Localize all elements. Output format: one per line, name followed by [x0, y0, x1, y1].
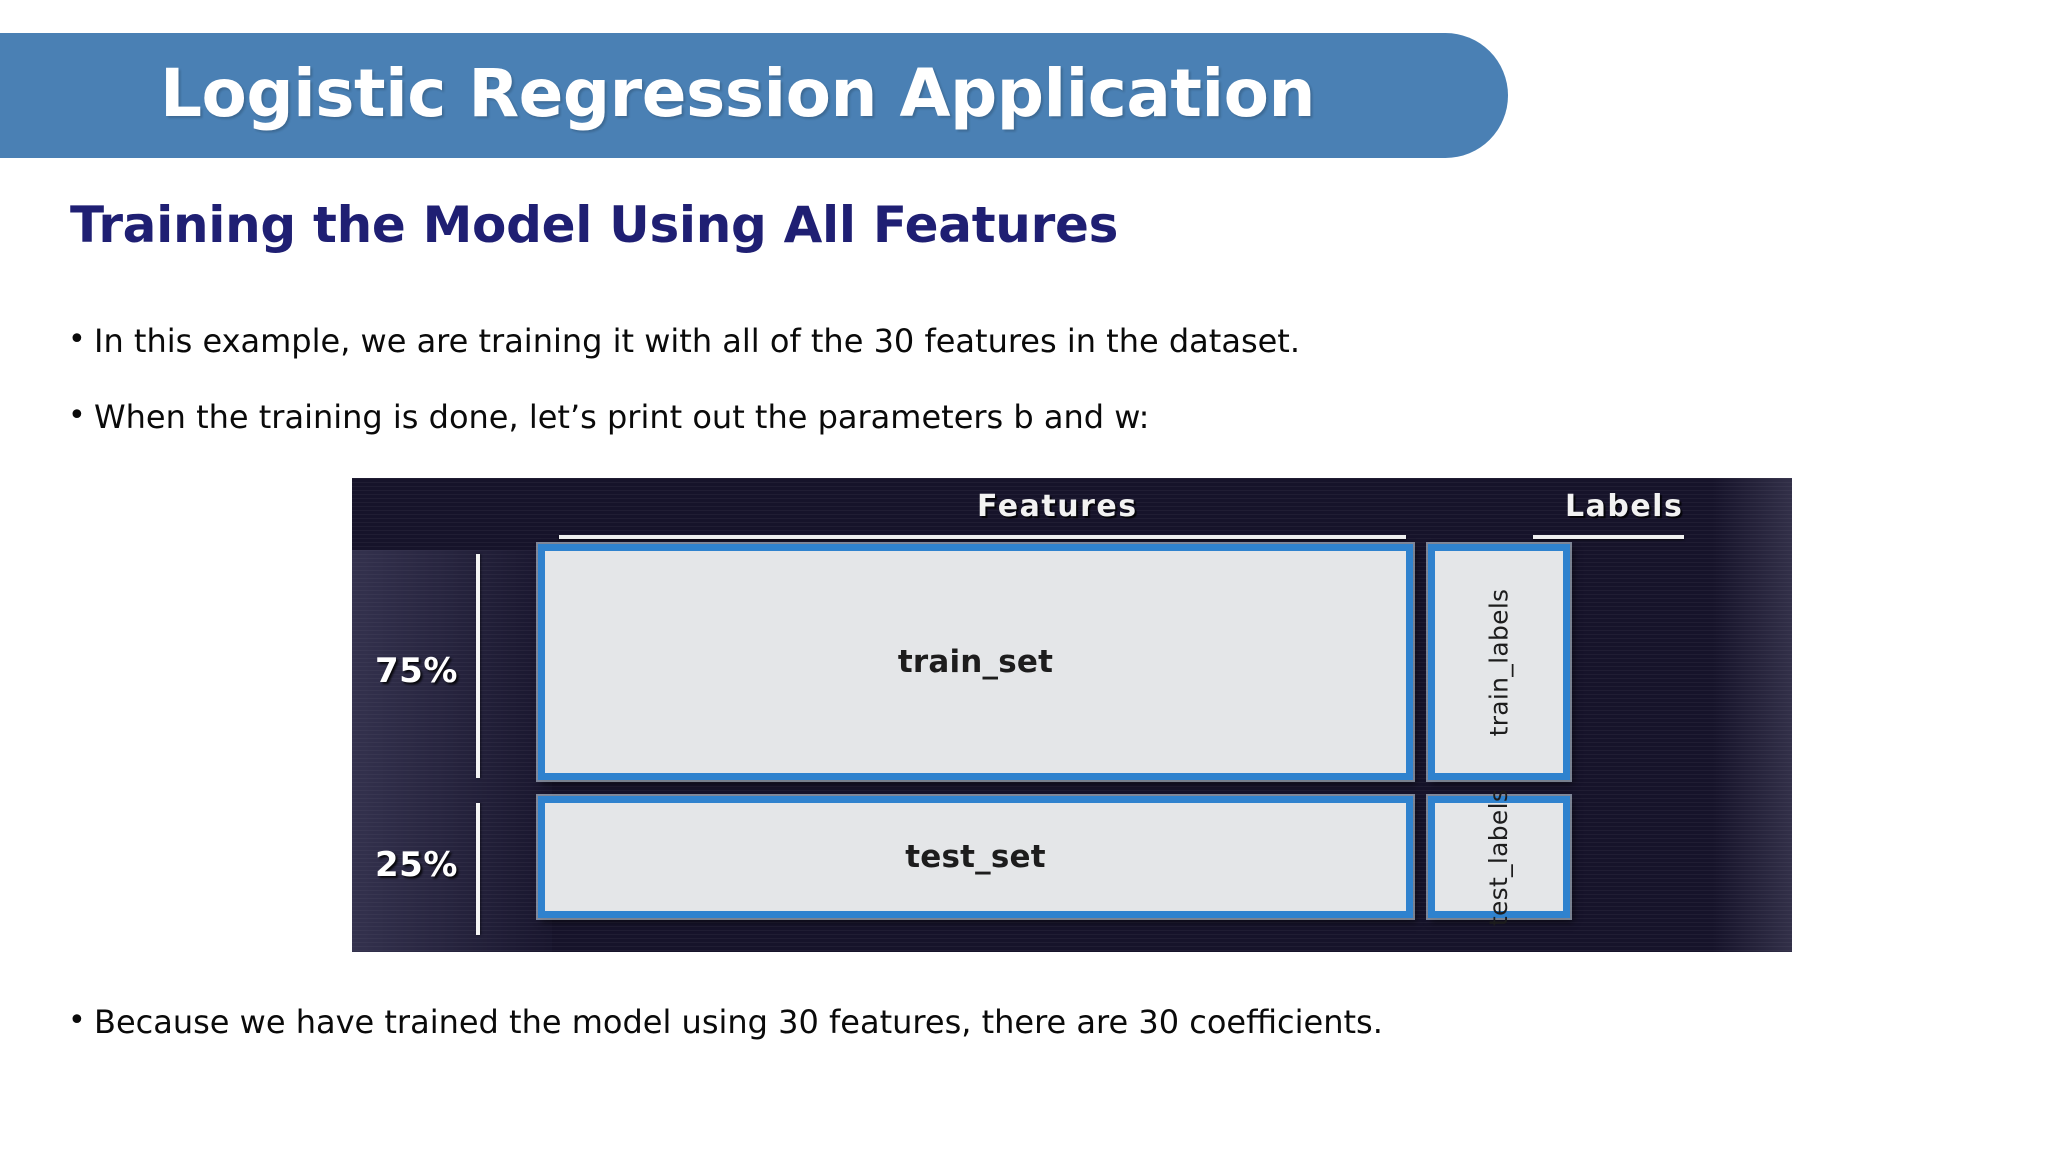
- bullet-dot-icon: •: [68, 398, 86, 433]
- box-train-labels: train_labels: [1428, 544, 1570, 780]
- box-test-set-label: test_set: [905, 839, 1046, 875]
- diagram-right-gradient: [1712, 478, 1792, 952]
- section-heading: Training the Model Using All Features: [70, 196, 1119, 254]
- page-title: Logistic Regression Application: [160, 55, 1315, 132]
- bullet-item-3: • Because we have trained the model usin…: [68, 1003, 1383, 1041]
- box-test-labels-label: test_labels: [1484, 788, 1514, 926]
- title-banner: Logistic Regression Application: [0, 33, 1508, 158]
- bullet-dot-icon: •: [68, 1003, 86, 1038]
- bullet-text-3: Because we have trained the model using …: [94, 1003, 1383, 1041]
- box-test-labels: test_labels: [1428, 788, 1570, 926]
- bullet-text-2: When the training is done, let’s print o…: [94, 398, 1150, 436]
- train-test-split-diagram: Features Labels 75% 25% train_set test_s…: [352, 478, 1792, 952]
- bullet-item-1: • In this example, we are training it wi…: [68, 322, 1300, 360]
- bracket-test: [476, 803, 480, 935]
- bullet-dot-icon: •: [68, 322, 86, 357]
- split-percentage-test: 25%: [375, 845, 458, 885]
- bullet-item-2: • When the training is done, let’s print…: [68, 398, 1149, 436]
- labels-underline: [1533, 535, 1684, 539]
- box-train-set: train_set: [538, 544, 1413, 780]
- box-test-set: test_set: [538, 796, 1413, 918]
- bracket-train: [476, 554, 480, 778]
- column-header-features: Features: [977, 489, 1138, 524]
- column-header-labels: Labels: [1565, 489, 1684, 524]
- split-percentage-train: 75%: [375, 651, 458, 691]
- box-train-labels-label: train_labels: [1484, 588, 1514, 736]
- diagram-left-gradient: [352, 550, 552, 952]
- features-underline: [559, 535, 1406, 539]
- box-train-set-label: train_set: [897, 644, 1054, 680]
- bullet-text-1: In this example, we are training it with…: [94, 322, 1301, 360]
